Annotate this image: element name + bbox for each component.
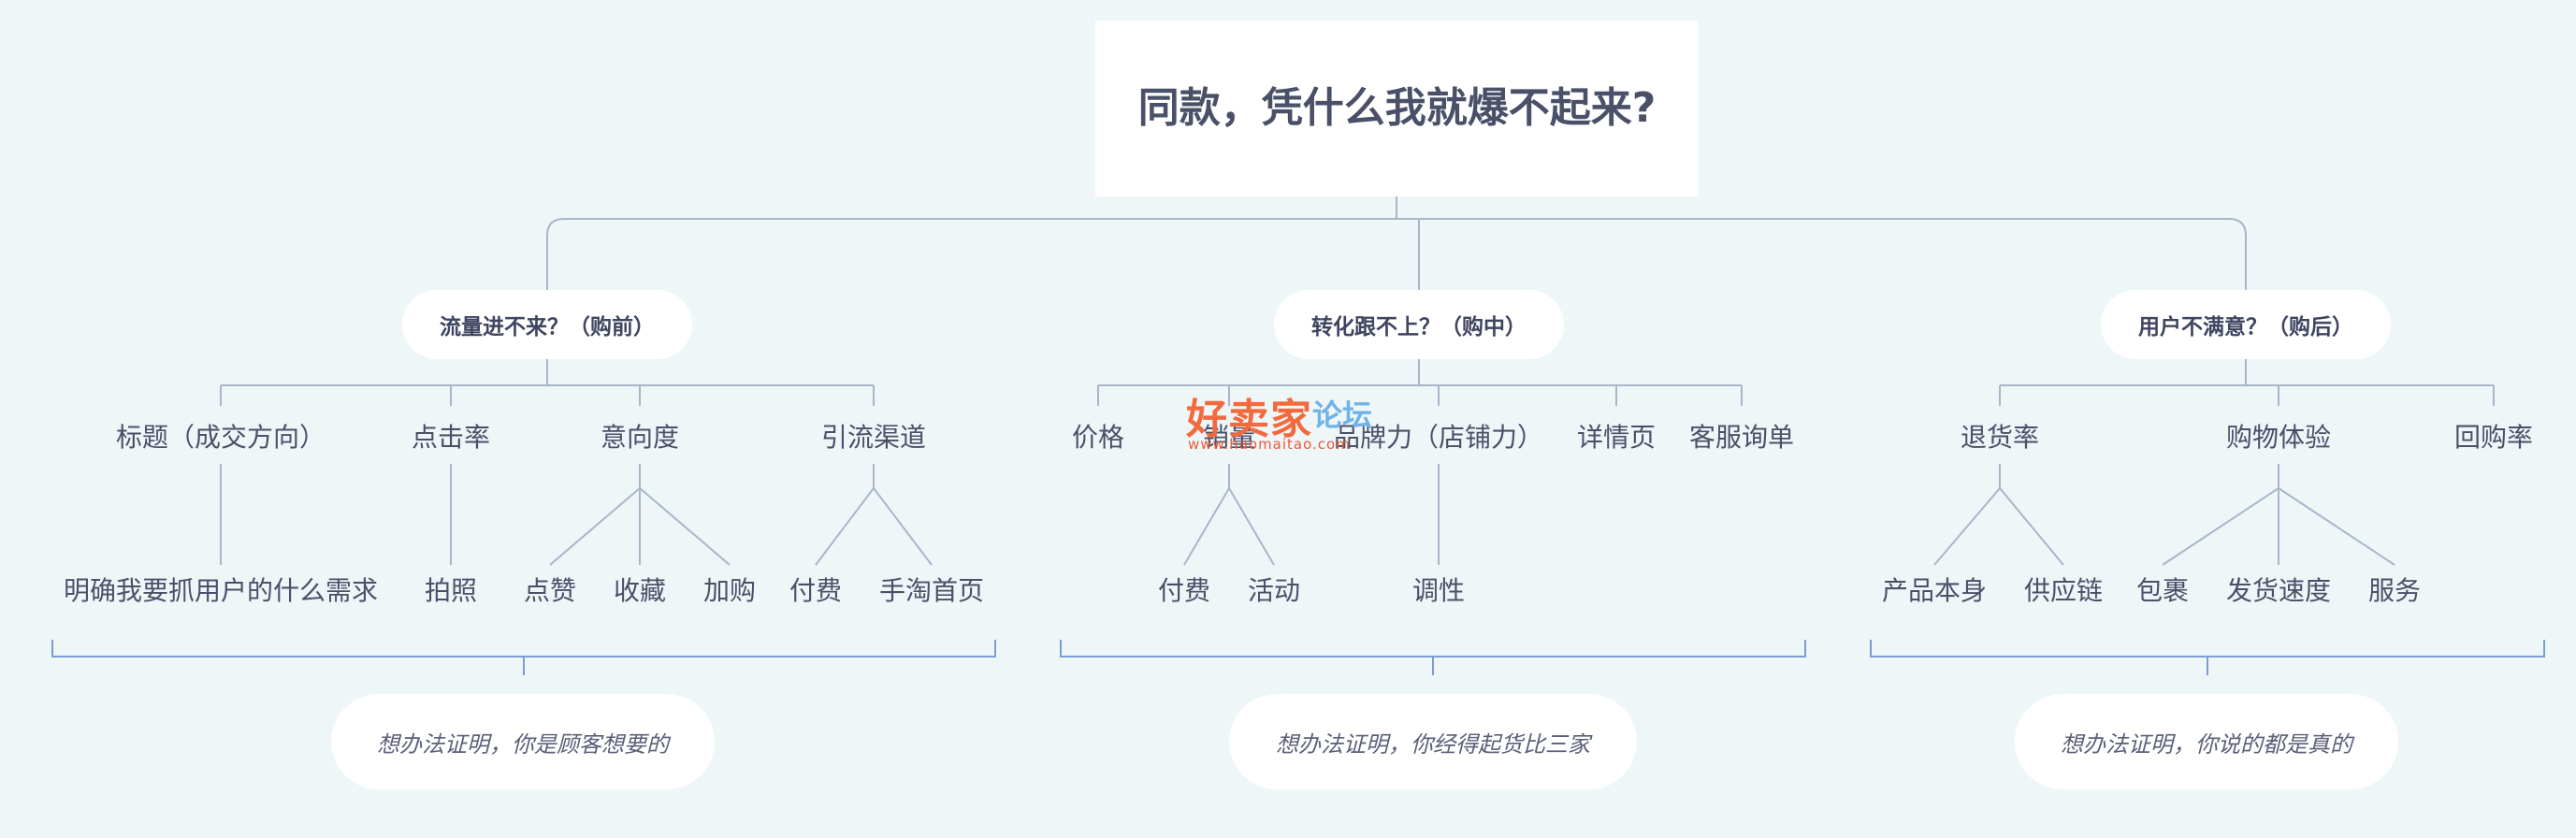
connector-fan	[1933, 487, 2001, 566]
leaf-shipping-speed[interactable]: 发货速度	[2225, 575, 2332, 606]
summary-post-purchase[interactable]: 想办法证明，你说的都是真的	[2015, 694, 2398, 789]
bracket-in-purchase	[1060, 640, 1806, 657]
summary-pre-purchase[interactable]: 想办法证明，你是顾客想要的	[331, 694, 715, 789]
item-price[interactable]: 价格	[1071, 422, 1125, 453]
summary-text: 想办法证明，你说的都是真的	[2061, 730, 2352, 758]
item-shopping-experience[interactable]: 购物体验	[2225, 422, 2332, 453]
branch-node-pre-purchase[interactable]: 流量进不来？（购前）	[402, 290, 692, 359]
item-detail-page[interactable]: 详情页	[1576, 422, 1657, 453]
branch-label: 流量进不来？（购前）	[440, 315, 655, 340]
branch-label: 用户不满意？（购后）	[2138, 315, 2353, 340]
item-repurchase-rate[interactable]: 回购率	[2453, 422, 2534, 453]
leaf-paid[interactable]: 付费	[1157, 575, 1211, 606]
watermark-logo: 好卖家论坛 www.haomaitao.com	[1186, 385, 1373, 453]
branch-node-in-purchase[interactable]: 转化跟不上？（购中）	[1274, 290, 1564, 359]
leaf-favorite[interactable]: 收藏	[613, 575, 667, 606]
item-click-rate[interactable]: 点击率	[411, 422, 491, 453]
leaf-like[interactable]: 点赞	[523, 575, 577, 606]
connector-fan	[1999, 487, 2064, 566]
connector-fan	[2162, 487, 2279, 566]
item-title-direction[interactable]: 标题（成交方向）	[115, 422, 326, 453]
leaf-supply-chain[interactable]: 供应链	[2023, 575, 2104, 606]
leaf-photo[interactable]: 拍照	[424, 575, 478, 606]
branch-label: 转化跟不上？（购中）	[1311, 315, 1527, 340]
connector-fan	[2278, 487, 2395, 566]
leaf-activity[interactable]: 活动	[1247, 575, 1301, 606]
watermark-url: www.haomaitao.com	[1188, 436, 1351, 453]
watermark-sub: 论坛	[1312, 397, 1373, 433]
item-return-rate[interactable]: 退货率	[1960, 422, 2040, 453]
leaf-user-needs[interactable]: 明确我要抓用户的什么需求	[63, 575, 379, 606]
summary-text: 想办法证明，你经得起货比三家	[1276, 730, 1590, 758]
branch-node-post-purchase[interactable]: 用户不满意？（购后）	[2101, 290, 2391, 359]
watermark-main: 好卖家	[1186, 396, 1312, 443]
connector-fan	[1183, 487, 1230, 566]
item-customer-service[interactable]: 客服询单	[1688, 422, 1795, 453]
item-brand-power[interactable]: 品牌力（店铺力）	[1333, 422, 1544, 453]
bracket-pre-purchase	[51, 640, 996, 657]
leaf-taobao-home[interactable]: 手淘首页	[878, 575, 985, 606]
connector-fan	[815, 487, 875, 566]
item-traffic-channel[interactable]: 引流渠道	[820, 422, 927, 453]
leaf-add-cart[interactable]: 加购	[702, 575, 757, 606]
leaf-package[interactable]: 包裹	[2135, 575, 2190, 606]
bracket-post-purchase	[1870, 640, 2545, 657]
connector-fan	[639, 487, 731, 566]
connector-root-branches	[546, 218, 2247, 290]
summary-text: 想办法证明，你是顾客想要的	[377, 730, 669, 758]
item-intent[interactable]: 意向度	[600, 422, 680, 453]
leaf-tone[interactable]: 调性	[1411, 575, 1466, 606]
leaf-product-itself[interactable]: 产品本身	[1881, 575, 1988, 606]
root-title: 同款，凭什么我就爆不起来?	[1137, 84, 1657, 132]
connector-fan	[1228, 487, 1275, 566]
root-node[interactable]: 同款，凭什么我就爆不起来?	[1095, 21, 1699, 196]
summary-in-purchase[interactable]: 想办法证明，你经得起货比三家	[1229, 694, 1637, 789]
item-sales-volume[interactable]: 销量	[1202, 422, 1256, 453]
connector-fan	[873, 487, 933, 566]
connector-fan	[549, 487, 641, 566]
leaf-service[interactable]: 服务	[2367, 575, 2422, 606]
leaf-paid[interactable]: 付费	[789, 575, 843, 606]
